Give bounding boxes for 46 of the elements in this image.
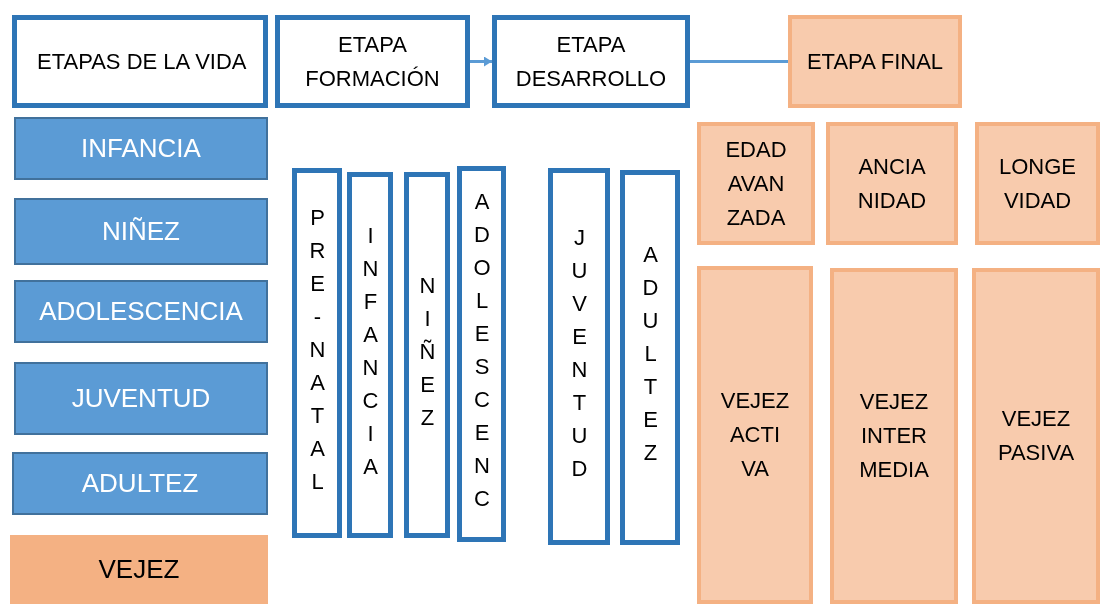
stage-box (10, 535, 268, 604)
vertical-stage-box (548, 168, 610, 545)
stage-label: INFANCIA (81, 133, 201, 164)
stage-label: VEJEZ INTER MEDIA (858, 388, 930, 484)
vertical-stage-box (347, 172, 393, 538)
stage-box (492, 15, 690, 108)
stage-label: NIÑEZ (416, 272, 438, 438)
stage-label: ANCIA NIDAD (856, 152, 928, 215)
stage-label: JUVENTUD (71, 383, 211, 414)
vertical-stage-box (457, 166, 506, 542)
stage-label: LONGE VIDAD (998, 152, 1077, 215)
connector-line (690, 60, 788, 63)
title-box (12, 15, 268, 108)
stage-box (975, 122, 1100, 245)
stage-box (697, 122, 815, 245)
stage-box (14, 117, 268, 180)
vertical-stage-box (292, 168, 342, 538)
stage-label: NIÑEZ (102, 216, 180, 247)
stage-label: ETAPA FORMACIÓN (304, 30, 441, 93)
stage-label: ETAPA FINAL (806, 47, 944, 76)
stage-box (14, 198, 268, 265)
stage-label: ETAPA DESARROLLO (514, 30, 668, 93)
stage-label: ETAPAS DE LA VIDA (37, 47, 248, 76)
stage-box (275, 15, 470, 108)
stage-box (14, 362, 268, 435)
stage-box (14, 280, 268, 343)
stage-box (972, 268, 1100, 604)
stage-label: PRE-NATAL (306, 204, 328, 502)
arrow (470, 56, 492, 67)
stage-box (697, 266, 813, 604)
stage-label: VEJEZ ACTI VA (719, 387, 791, 483)
stage-box (12, 452, 268, 515)
vertical-stage-box (620, 170, 680, 545)
vertical-stage-box (404, 172, 450, 538)
stage-box (830, 268, 958, 604)
stage-label: VEJEZ PASIVA (996, 405, 1076, 467)
stage-label: INFANCIA (359, 223, 381, 487)
stage-label: ADOLESCENC (470, 189, 493, 519)
stage-label: ADOLESCENCIA (39, 296, 243, 327)
stage-label: ADULTEZ (81, 468, 199, 499)
stage-label: VEJEZ (98, 554, 180, 585)
stage-box (788, 15, 962, 108)
stage-box (826, 122, 958, 245)
stage-label: JUVENTUD (568, 224, 590, 489)
stage-label: EDAD AVAN ZADA (724, 135, 788, 232)
stage-label: ADULTEZ (639, 242, 661, 473)
